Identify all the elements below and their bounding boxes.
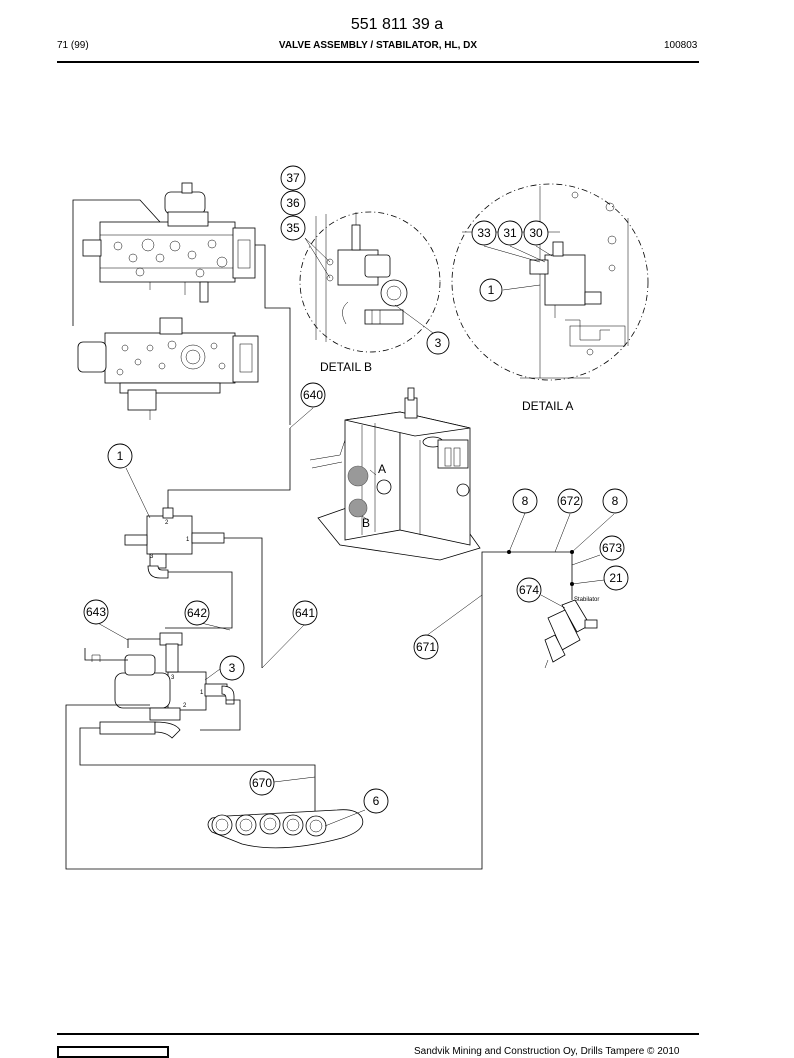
svg-text:672: 672 — [560, 494, 580, 508]
svg-text:8: 8 — [612, 494, 619, 508]
svg-text:1: 1 — [186, 537, 190, 543]
detail-a-label: DETAIL A — [522, 399, 573, 413]
detail-b-label: DETAIL B — [320, 360, 372, 374]
detail-b-view — [299, 211, 441, 353]
svg-text:671: 671 — [416, 640, 436, 654]
svg-text:2: 2 — [165, 520, 169, 526]
svg-text:8: 8 — [522, 494, 529, 508]
marker-a-label: A — [378, 462, 386, 476]
balloon-37: 37 — [280, 165, 306, 191]
header-rule — [57, 61, 699, 63]
svg-text:30: 30 — [529, 226, 543, 240]
document-title: VALVE ASSEMBLY / STABILATOR, HL, DX — [278, 40, 478, 51]
svg-text:3: 3 — [171, 675, 175, 681]
svg-text:1: 1 — [488, 283, 495, 297]
balloon-674: 674 — [516, 577, 542, 603]
svg-text:673: 673 — [602, 541, 622, 555]
balloon-6: 6 — [363, 788, 389, 814]
balloon-8-right: 8 — [602, 488, 628, 514]
balloon-8-left: 8 — [512, 488, 538, 514]
svg-text:35: 35 — [286, 221, 300, 235]
stabilator-text: Stabilator — [574, 597, 599, 603]
svg-text:670: 670 — [252, 776, 272, 790]
document-number: 551 811 39 a — [350, 16, 444, 33]
balloon-36: 36 — [280, 190, 306, 216]
document-date: 100803 — [664, 40, 698, 51]
balloon-3: 3 — [219, 655, 245, 681]
machine-isometric-view — [309, 387, 481, 561]
svg-text:1: 1 — [200, 690, 204, 696]
svg-text:3: 3 — [229, 661, 236, 675]
balloon-1-detail: 1 — [479, 278, 503, 302]
company-logo — [57, 1046, 169, 1058]
svg-text:641: 641 — [295, 606, 315, 620]
svg-text:37: 37 — [286, 171, 300, 185]
balloon-672: 672 — [557, 488, 583, 514]
detail-a-view — [451, 183, 649, 381]
valve-3: 3 1 2 — [99, 632, 235, 739]
svg-text:21: 21 — [609, 571, 623, 585]
svg-text:643: 643 — [86, 605, 106, 619]
balloon-21: 21 — [603, 565, 629, 591]
svg-text:642: 642 — [187, 606, 207, 620]
svg-text:6: 6 — [373, 794, 380, 808]
balloon-1: 1 — [107, 443, 133, 469]
balloon-670: 670 — [249, 770, 275, 796]
svg-text:3: 3 — [150, 554, 154, 560]
valve-block-side-view — [77, 317, 259, 420]
balloon-673: 673 — [599, 535, 625, 561]
balloon-3-detail: 3 — [426, 331, 450, 355]
balloon-33: 33 — [471, 220, 497, 246]
svg-text:1: 1 — [117, 449, 124, 463]
balloon-671: 671 — [413, 634, 439, 660]
gauge-panel — [207, 809, 364, 849]
svg-text:3: 3 — [435, 336, 442, 350]
balloon-35: 35 — [280, 215, 306, 241]
balloon-641: 641 — [292, 600, 318, 626]
svg-text:674: 674 — [519, 583, 539, 597]
page-reference: 71 (99) — [57, 40, 89, 51]
svg-text:33: 33 — [477, 226, 491, 240]
svg-text:31: 31 — [503, 226, 517, 240]
leader-lines — [95, 237, 615, 827]
marker-b-label: B — [362, 516, 370, 530]
valve-block-top-view — [82, 182, 256, 303]
balloon-31: 31 — [497, 220, 523, 246]
balloon-642: 642 — [184, 600, 210, 626]
balloon-640: 640 — [300, 382, 326, 408]
stabilator-unit — [544, 599, 598, 669]
svg-text:2: 2 — [183, 703, 187, 709]
valve-1: 2 1 3 — [124, 507, 225, 579]
svg-text:640: 640 — [303, 388, 323, 402]
footer-rule — [57, 1033, 699, 1035]
footer-copyright: Sandvik Mining and Construction Oy, Dril… — [414, 1046, 680, 1057]
balloon-30: 30 — [523, 220, 549, 246]
svg-text:36: 36 — [286, 196, 300, 210]
balloon-643: 643 — [83, 599, 109, 625]
